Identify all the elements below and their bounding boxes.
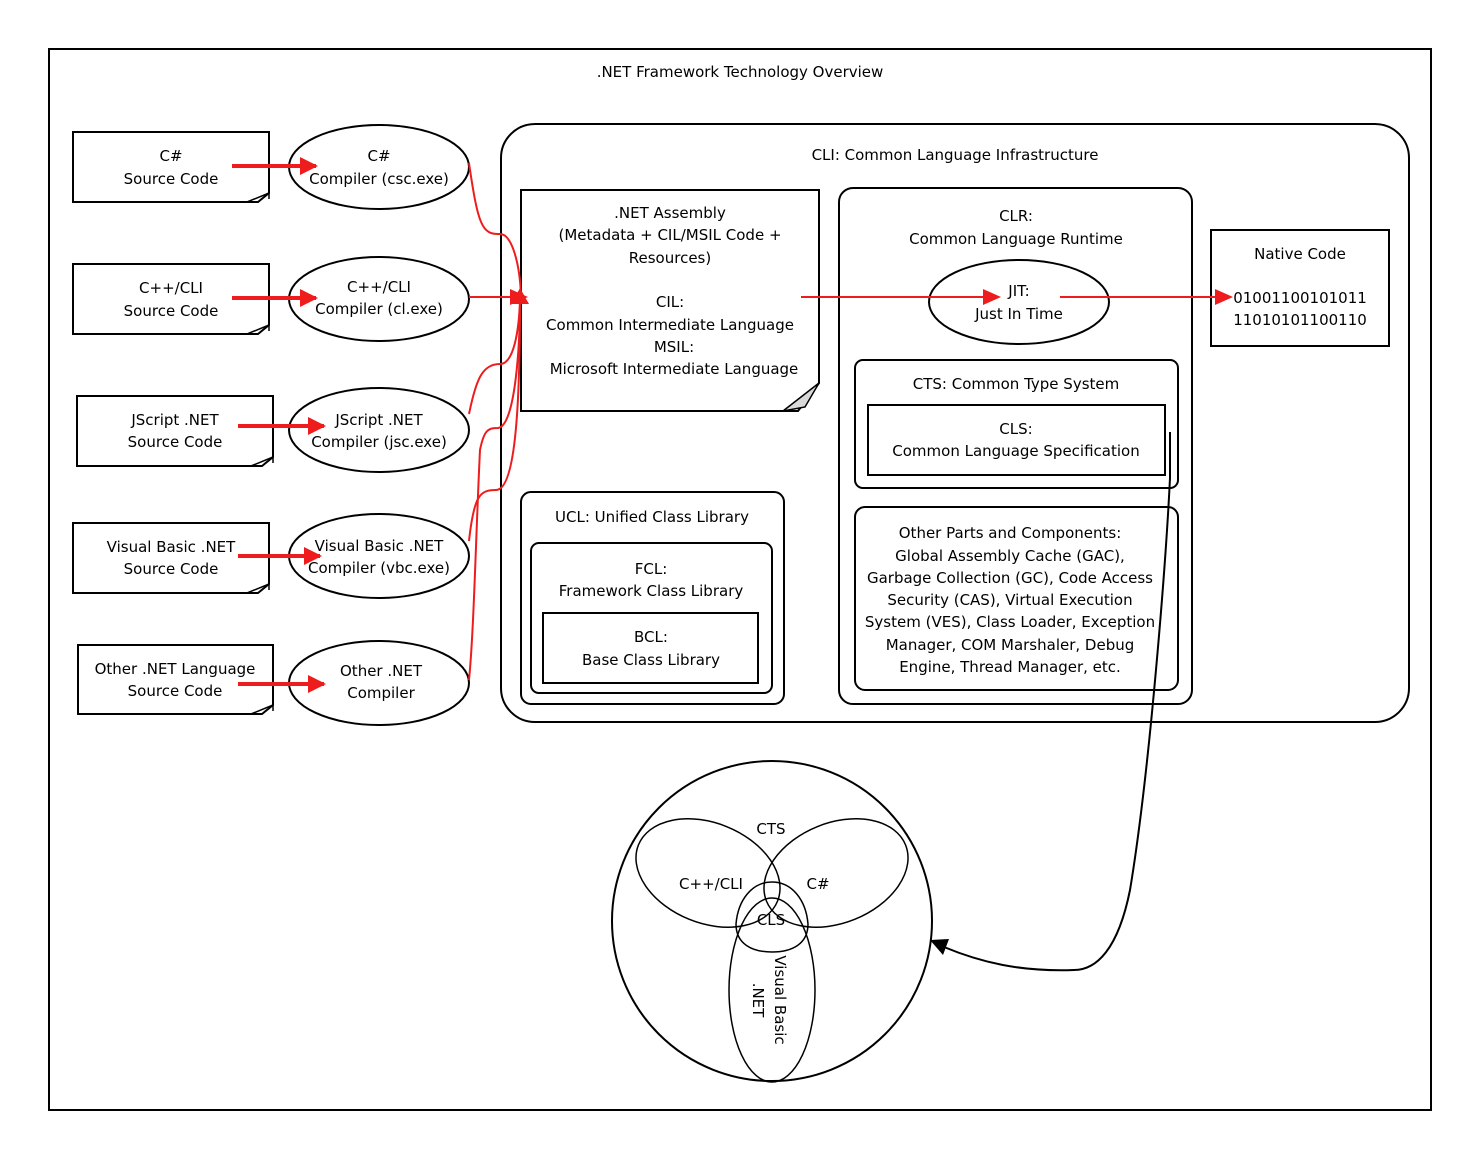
native-code-box: [1210, 229, 1390, 347]
compiler-other: Other .NET Compiler: [288, 640, 470, 726]
native-code-title: Native Code: [1254, 245, 1346, 263]
jit-arrowhead: [983, 289, 1001, 305]
compiler-cppcli-line1: C++/CLI: [347, 278, 411, 296]
source-vbnet-line1: Visual Basic .NET: [107, 538, 236, 556]
source-vbnet: Visual Basic .NET Source Code: [72, 522, 270, 594]
cli-container: [500, 123, 1410, 723]
source-jscript-line2: Source Code: [128, 433, 223, 451]
native-code-line1: 01001100101011: [1233, 289, 1367, 307]
assembly-arrowhead-left: [510, 289, 528, 305]
fcl-line1: FCL:: [635, 560, 668, 578]
venn-vb-ellipse: [728, 897, 816, 1083]
assembly-line5: CIL:: [656, 293, 684, 311]
clr-line2: Common Language Runtime: [909, 230, 1123, 248]
source-other-line1: Other .NET Language: [95, 660, 256, 678]
venn-net-label: .NET: [749, 983, 767, 1018]
compiler-jscript: JScript .NET Compiler (jsc.exe): [288, 387, 470, 473]
source-other-line2: Source Code: [128, 682, 223, 700]
source-cppcli: C++/CLI Source Code: [72, 263, 270, 335]
other-parts-line3: Garbage Collection (GC), Code Access: [867, 569, 1153, 587]
compiler-vbnet: Visual Basic .NET Compiler (vbc.exe): [288, 513, 470, 599]
other-parts-line1: Other Parts and Components:: [899, 524, 1122, 542]
other-parts-line5: System (VES), Class Loader, Exception: [865, 613, 1155, 631]
cls-to-venn-connector: [943, 432, 1171, 972]
source-csharp: C# Source Code: [72, 131, 270, 203]
assembly-line8: Microsoft Intermediate Language: [550, 360, 799, 378]
clr-line1: CLR:: [999, 207, 1033, 225]
source-csharp-line2: Source Code: [124, 170, 219, 188]
source-to-compiler-arrows: [232, 157, 326, 693]
other-parts-line2: Global Assembly Cache (GAC),: [895, 547, 1125, 565]
venn-cs-ellipse: [763, 818, 909, 928]
assembly-line6: Common Intermediate Language: [546, 316, 794, 334]
venn-arrowhead: [930, 939, 949, 955]
source-csharp-line1: C#: [159, 147, 182, 165]
compiler-cppcli-line2: Compiler (cl.exe): [315, 300, 443, 318]
compiler-to-assembly-arrows: [468, 162, 522, 681]
assembly-line1: .NET Assembly: [614, 204, 726, 222]
other-parts-line4: Security (CAS), Virtual Execution: [887, 591, 1132, 609]
fcl-line2: Framework Class Library: [559, 582, 744, 600]
venn-cts-label: CTS: [756, 820, 785, 838]
bcl-box: [542, 612, 759, 684]
jit-line2: Just In Time: [974, 305, 1063, 323]
venn-cpp-label: C++/CLI: [679, 875, 743, 893]
cli-label: CLI: Common Language Infrastructure: [812, 146, 1099, 164]
source-other: Other .NET Language Source Code: [77, 644, 274, 715]
source-jscript: JScript .NET Source Code: [76, 395, 274, 467]
other-parts-line6: Manager, COM Marshaler, Debug: [886, 636, 1135, 654]
jit-line1: JIT:: [1007, 282, 1029, 300]
venn-cls-label: CLS: [757, 911, 785, 929]
venn-outer-circle: [611, 760, 933, 1082]
venn-vb-label: Visual Basic: [771, 955, 789, 1044]
ucl-label: UCL: Unified Class Library: [555, 508, 749, 526]
outer-frame: [48, 48, 1432, 1111]
native-code-line2: 11010101100110: [1233, 311, 1367, 329]
bcl-line2: Base Class Library: [582, 651, 720, 669]
cls-box: [867, 404, 1166, 476]
compiler-other-line2: Compiler: [347, 684, 415, 702]
bcl-line1: BCL:: [634, 628, 668, 646]
compiler-vbnet-line1: Visual Basic .NET: [315, 537, 444, 555]
source-vbnet-line2: Source Code: [124, 560, 219, 578]
compiler-csharp-line2: Compiler (csc.exe): [309, 170, 449, 188]
assembly-line2: (Metadata + CIL/MSIL Code +: [558, 226, 781, 244]
other-parts-box: [854, 506, 1179, 691]
source-cppcli-line1: C++/CLI: [139, 279, 203, 297]
source-cppcli-line2: Source Code: [124, 302, 219, 320]
cts-label: CTS: Common Type System: [913, 375, 1119, 393]
assembly-line7: MSIL:: [654, 338, 694, 356]
venn-cpp-ellipse: [635, 818, 781, 928]
cls-line2: Common Language Specification: [892, 442, 1139, 460]
other-parts-line7: Engine, Thread Manager, etc.: [899, 658, 1121, 676]
source-jscript-line1: JScript .NET: [130, 411, 219, 429]
jit-ellipse: [928, 259, 1110, 345]
net-assembly: .NET Assembly (Metadata + CIL/MSIL Code …: [520, 189, 820, 412]
cls-line1: CLS:: [999, 420, 1032, 438]
compiler-vbnet-line2: Compiler (vbc.exe): [308, 559, 450, 577]
compiler-jscript-line2: Compiler (jsc.exe): [311, 433, 447, 451]
compiler-jscript-line1: JScript .NET: [334, 411, 423, 429]
diagram-title: .NET Framework Technology Overview: [597, 63, 884, 81]
compiler-csharp-line1: C#: [367, 147, 390, 165]
venn-cs-label: C#: [806, 875, 829, 893]
assembly-line3: Resources): [629, 249, 711, 267]
compiler-other-line1: Other .NET: [340, 662, 423, 680]
native-arrowhead: [1215, 289, 1233, 305]
venn-cls-region: [735, 881, 809, 953]
venn-diagram: CTS C++/CLI C# CLS Visual Basic .NET: [611, 760, 933, 1083]
